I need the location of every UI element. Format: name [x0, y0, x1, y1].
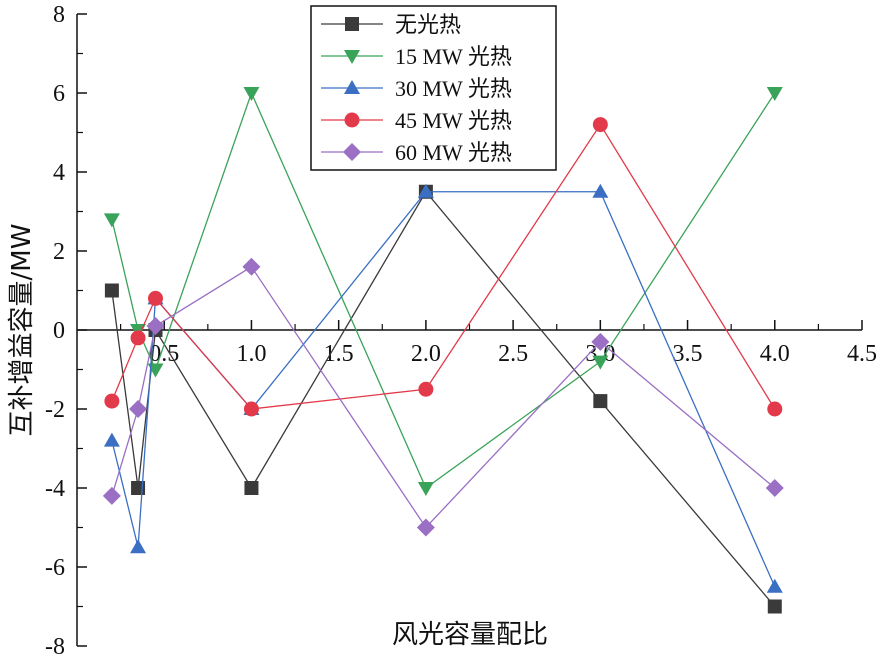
- y-tick-label: -4: [45, 476, 65, 502]
- data-point: [103, 432, 120, 447]
- data-point: [242, 257, 261, 276]
- data-point: [147, 363, 164, 378]
- legend-item: 无光热: [321, 12, 461, 37]
- x-tick-label: 2.5: [498, 341, 528, 367]
- data-point: [148, 290, 163, 306]
- x-tick-label: 3.5: [673, 341, 703, 367]
- data-point: [417, 183, 434, 198]
- data-point: [146, 317, 165, 336]
- data-point: [766, 87, 783, 101]
- data-point: [767, 599, 782, 614]
- x-axis-title: 风光容量配比: [392, 620, 548, 650]
- y-tick-label: 6: [53, 81, 65, 107]
- data-point: [244, 481, 259, 495]
- legend-item: 30 MW 光热: [321, 76, 512, 101]
- data-point: [416, 518, 435, 537]
- legend-label: 60 MW 光热: [395, 140, 512, 165]
- data-point: [130, 539, 147, 554]
- data-point: [103, 213, 120, 228]
- legend-item: 15 MW 光热: [321, 44, 512, 69]
- legend-marker: [344, 50, 360, 64]
- y-tick-label: 2: [53, 239, 65, 265]
- legend-label: 45 MW 光热: [395, 108, 512, 133]
- x-tick-label: 4.5: [847, 341, 877, 367]
- data-point: [417, 482, 434, 496]
- y-tick-label: -8: [45, 634, 65, 659]
- data-point: [592, 183, 609, 198]
- data-point: [418, 381, 434, 397]
- series-line: [111, 190, 776, 607]
- legend-marker: [344, 112, 360, 128]
- data-point: [243, 87, 260, 101]
- legend-marker: [345, 17, 359, 31]
- series-layer: [102, 87, 784, 614]
- series-2: [103, 87, 783, 496]
- series-1: [104, 184, 782, 614]
- y-tick-label: 8: [53, 2, 65, 28]
- legend-item: 60 MW 光热: [321, 140, 512, 165]
- data-point: [592, 117, 608, 133]
- legend-item: 45 MW 光热: [321, 108, 512, 133]
- y-tick-label: -2: [45, 397, 65, 423]
- data-point: [767, 401, 783, 417]
- data-point: [104, 393, 120, 409]
- series-5: [102, 257, 784, 537]
- series-3: [103, 183, 783, 593]
- data-point: [593, 394, 608, 409]
- data-point: [104, 283, 119, 298]
- y-tick-label: 4: [53, 160, 65, 186]
- legend-label: 15 MW 光热: [395, 44, 512, 69]
- y-tick-label: 0: [53, 318, 65, 344]
- data-point: [766, 578, 783, 593]
- legend-label: 无光热: [395, 12, 461, 37]
- y-axis-title: 互补增益容量/MW: [7, 224, 37, 437]
- x-tick-label: 1.5: [324, 341, 354, 367]
- y-tick-label: -6: [45, 555, 65, 581]
- series-line: [111, 265, 776, 529]
- data-point: [243, 401, 259, 417]
- data-point: [102, 486, 121, 505]
- legend: 无光热 15 MW 光热 30 MW 光热 45 MW 光热 60 MW 光热: [310, 5, 557, 171]
- data-point: [592, 355, 609, 370]
- x-tick-label: 2.0: [411, 341, 441, 367]
- series-line: [111, 191, 776, 588]
- series-4: [104, 117, 783, 417]
- axes: [76, 13, 863, 647]
- data-point: [130, 330, 146, 346]
- data-point: [765, 479, 784, 497]
- data-point: [591, 332, 610, 351]
- legend-label: 30 MW 光热: [395, 76, 512, 101]
- data-point: [129, 400, 148, 418]
- legend-marker: [344, 80, 360, 94]
- x-tick-label: 1.0: [236, 341, 266, 367]
- legend-marker: [343, 143, 361, 161]
- x-tick-label: 4.0: [760, 341, 790, 367]
